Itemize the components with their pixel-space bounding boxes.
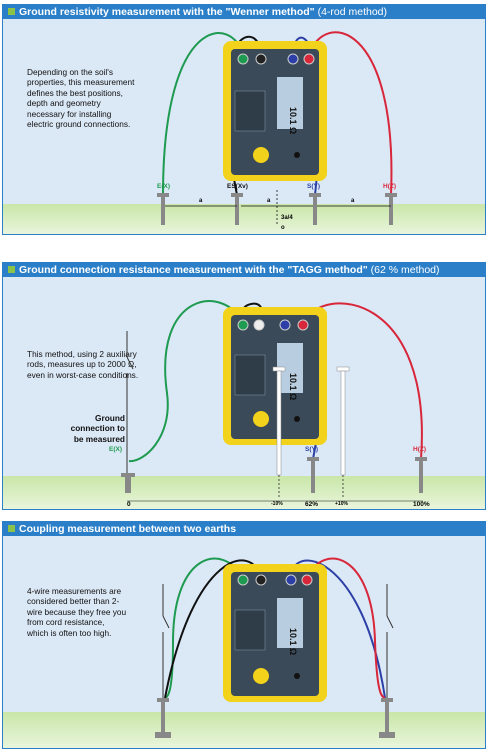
green-wire xyxy=(164,557,244,699)
bullet-square-icon xyxy=(8,266,15,273)
panel-tagg-subtitle: (62 % method) xyxy=(370,264,440,276)
depth-label: 3a/4 xyxy=(281,215,293,221)
rod-label-es: ES(Xv) xyxy=(227,183,248,190)
coupling-diagram: 10.1 Ω xyxy=(155,557,395,738)
display-reading: 10.1 Ω xyxy=(288,107,298,134)
panel-wenner-title: Ground resistivity measurement with the … xyxy=(19,6,315,18)
red-wire xyxy=(308,31,393,196)
panel-coupling-title: Coupling measurement between two earths xyxy=(19,523,237,535)
earth-switch-right-icon xyxy=(386,584,394,698)
red-wire xyxy=(306,557,386,699)
scale-100: 100% xyxy=(413,501,430,508)
rod-label-h: H(Z) xyxy=(413,446,426,453)
panel-tagg: Ground connection resistance measurement… xyxy=(2,262,486,510)
panel-wenner-subtitle: (4-rod method) xyxy=(317,6,388,18)
scale-62: 62% xyxy=(305,501,319,508)
rod-label-s: S(Y) xyxy=(307,183,320,190)
rod-label-e: E(X) xyxy=(157,183,170,190)
earth-switch-left-icon xyxy=(162,584,170,698)
rods xyxy=(155,698,395,738)
ground-connection-label: Ground connection to be measured xyxy=(70,413,125,444)
spacing-label-1: a xyxy=(199,198,203,204)
panel-tagg-header: Ground connection resistance measurement… xyxy=(3,263,485,277)
bullet-square-icon xyxy=(8,8,15,15)
panel-wenner: Ground resistivity measurement with the … xyxy=(2,4,486,235)
earth-tester-device xyxy=(223,564,327,702)
ground-strip xyxy=(3,476,485,509)
green-wire xyxy=(128,300,244,463)
panel-wenner-description: Depending on the soil's properties, this… xyxy=(27,67,135,130)
display-reading: 10.1 Ω xyxy=(288,628,298,655)
earth-tester-device xyxy=(223,41,327,181)
panel-tagg-title: Ground connection resistance measurement… xyxy=(19,264,368,276)
rods xyxy=(157,193,397,225)
panel-coupling: Coupling measurement between two earths … xyxy=(2,521,486,749)
reference-lines xyxy=(278,475,344,499)
earth-rod xyxy=(121,473,135,477)
earth-switch-icon xyxy=(126,331,134,473)
scale-minus-10: -10% xyxy=(271,501,283,507)
ground-strip xyxy=(3,712,485,748)
scale-zero: 0 xyxy=(127,501,131,508)
depth-marker: o xyxy=(281,225,285,231)
scale-plus-10: +10% xyxy=(335,501,348,507)
rod-label-e: E(X) xyxy=(109,446,122,453)
tagg-diagram: 10.1 Ω xyxy=(121,300,427,502)
earth-tester-device xyxy=(223,307,327,445)
display-reading: 10.1 Ω xyxy=(288,373,298,400)
panel-wenner-header: Ground resistivity measurement with the … xyxy=(3,5,485,19)
spacing-label-3: a xyxy=(351,198,355,204)
ground-strip xyxy=(3,204,485,234)
bullet-square-icon xyxy=(8,525,15,532)
dimension-lines xyxy=(165,190,391,225)
panel-coupling-header: Coupling measurement between two earths xyxy=(3,522,485,536)
wenner-diagram: 10.1 Ω a a a 3a/4 o xyxy=(157,31,397,231)
spacing-label-2: a xyxy=(267,198,271,204)
rod-label-s: S(Y) xyxy=(305,446,318,453)
panel-tagg-description: This method, using 2 auxiliary rods, mea… xyxy=(27,349,139,380)
panel-coupling-description: 4-wire measurements are considered bette… xyxy=(27,586,127,638)
rod-label-h: H(Z) xyxy=(383,183,396,190)
